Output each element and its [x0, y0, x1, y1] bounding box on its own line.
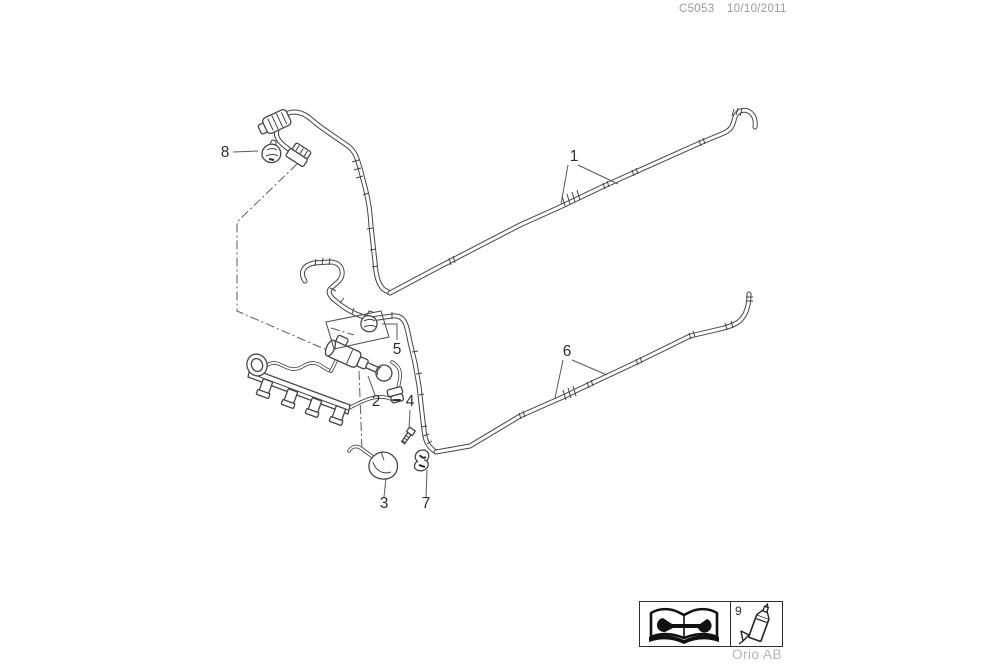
- injector-port: [304, 397, 323, 418]
- hose-end-fitting: [257, 109, 292, 135]
- fuel-pressure-damper: [324, 334, 405, 404]
- injector-port: [328, 405, 347, 426]
- centerline-hose-to-damper: [236, 163, 337, 355]
- fuel-return-pipe-assembly: [299, 257, 753, 455]
- leader-6b: [571, 359, 608, 376]
- hose-clamp-5: [360, 310, 378, 333]
- callout-1[interactable]: 1: [570, 148, 579, 165]
- callout-9[interactable]: 9: [735, 604, 742, 618]
- fuel-feed-pipe-assembly: [257, 107, 758, 296]
- bolt-4: [400, 426, 416, 445]
- open-book-wrench-icon: [649, 607, 719, 644]
- clip-7: [413, 449, 430, 472]
- figure-code: C5053: [679, 3, 715, 15]
- leader-4: [408, 409, 411, 430]
- callout-6[interactable]: 6: [563, 343, 572, 360]
- callout-5[interactable]: 5: [393, 341, 402, 358]
- leader-6a: [554, 359, 564, 399]
- damper-outlet-connector: [386, 386, 405, 404]
- callout-8[interactable]: 8: [221, 144, 230, 161]
- callout-4[interactable]: 4: [406, 393, 415, 410]
- leader-5: [382, 323, 398, 340]
- quick-connector: [285, 142, 312, 168]
- leader-3: [383, 477, 387, 498]
- centerline-damper-to-grommet: [358, 370, 363, 451]
- leader-1a: [560, 164, 569, 205]
- fuel-rail: [246, 351, 393, 426]
- grease-tube-icon: [738, 602, 770, 645]
- service-manual-box: [639, 601, 730, 647]
- fuel-line-6: [433, 291, 752, 455]
- leader-1b: [577, 164, 619, 185]
- footer-note-boxes: 9: [639, 601, 783, 647]
- grommet-3: [347, 444, 399, 480]
- callout-3[interactable]: 3: [380, 495, 389, 512]
- figure-date: 10/10/2011: [727, 3, 787, 15]
- leader-2: [367, 375, 376, 396]
- detail-box-5: [325, 310, 390, 350]
- callout-7[interactable]: 7: [422, 495, 431, 512]
- leader-7: [425, 469, 428, 498]
- injector-port: [280, 388, 299, 409]
- injector-port: [255, 378, 274, 399]
- callout-2[interactable]: 2: [372, 393, 381, 410]
- leader-8: [232, 150, 259, 153]
- brand-text: Orio AB: [732, 647, 783, 662]
- lubricant-note-box: 9: [730, 601, 783, 647]
- hose-clamp-8: [261, 139, 282, 164]
- centerline-clamp-detail: [330, 327, 355, 336]
